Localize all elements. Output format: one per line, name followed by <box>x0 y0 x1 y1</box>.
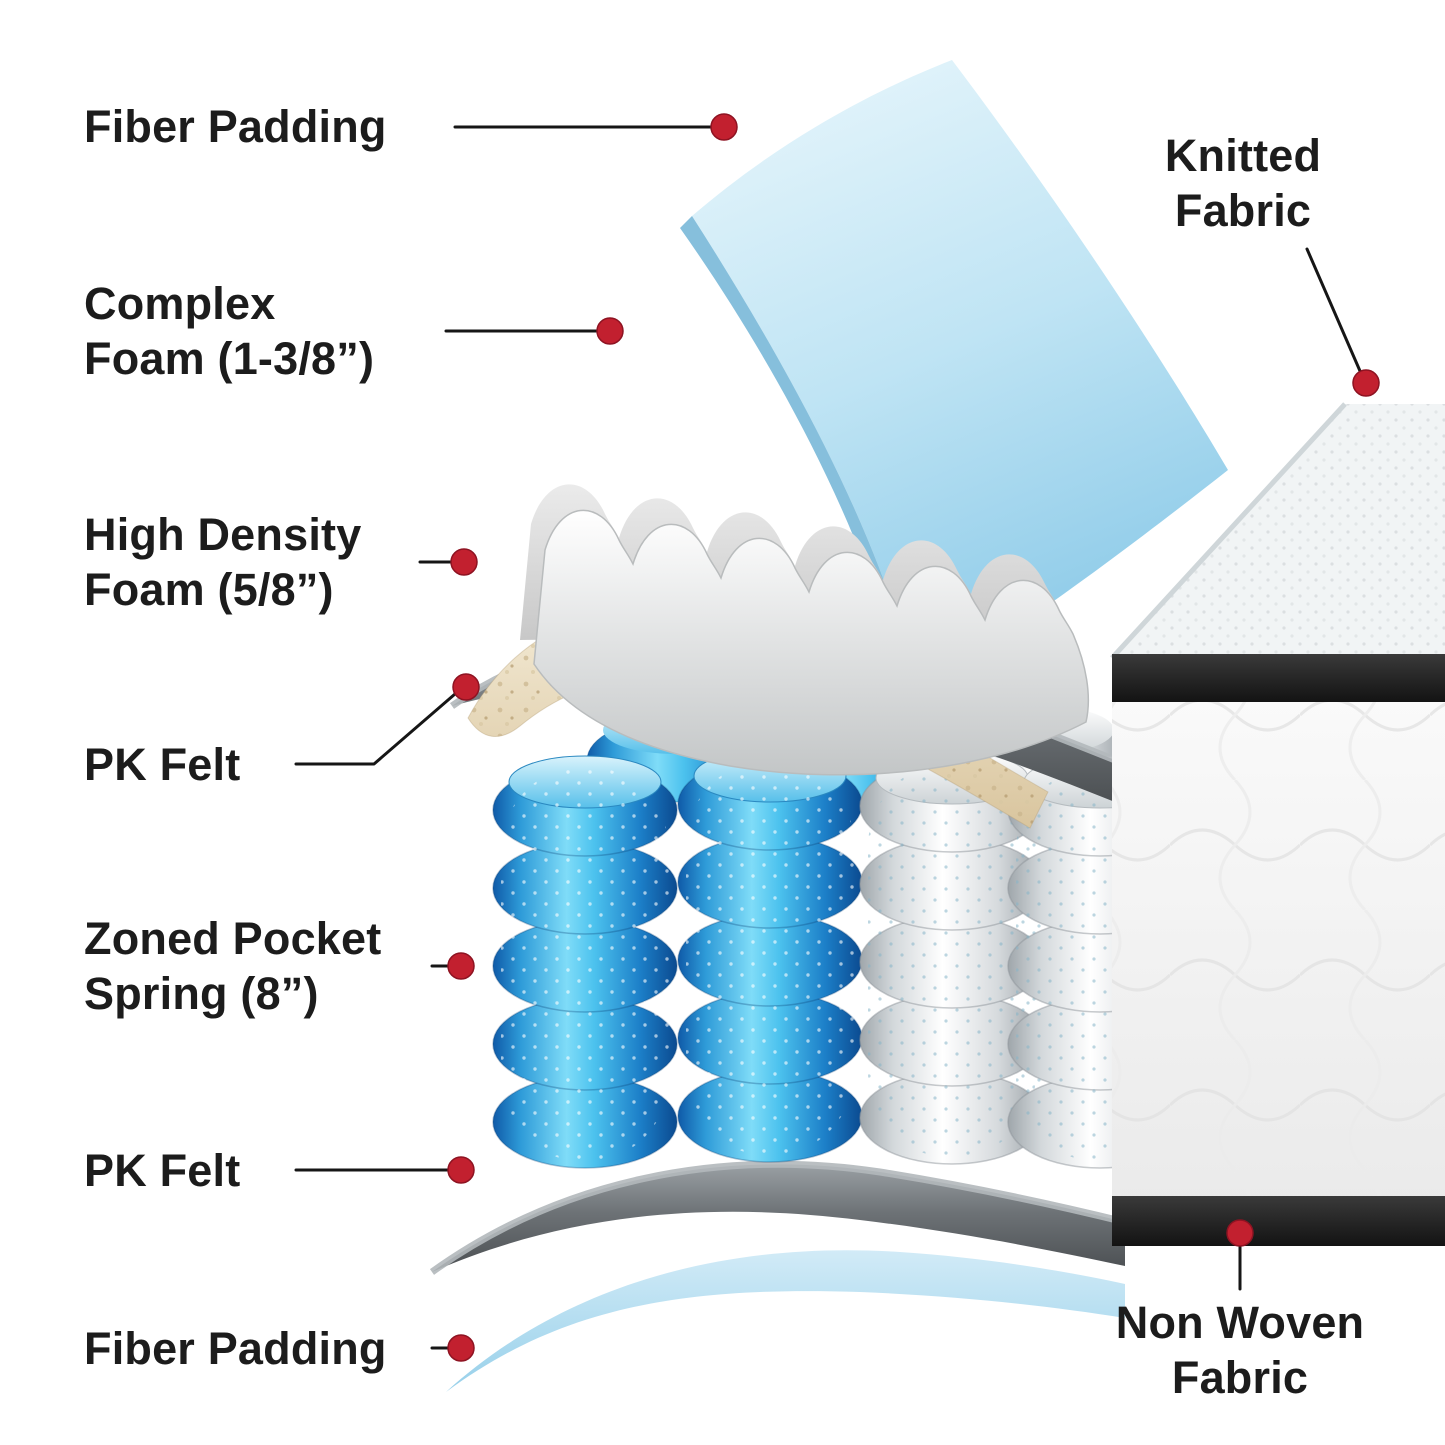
marker-fiber-padding-bottom <box>447 1334 475 1362</box>
marker-pk-felt-bottom <box>447 1156 475 1184</box>
label-high-density-foam: High Density Foam (5/8”) <box>84 509 362 615</box>
mattress-corner <box>1110 402 1445 1246</box>
mattress-bottom-band <box>1112 1196 1445 1246</box>
label-pk-felt-top: PK Felt <box>84 739 241 790</box>
marker-fiber-padding-top <box>710 113 738 141</box>
label-fiber-padding-bottom: Fiber Padding <box>84 1323 387 1374</box>
pk-felt-bottom-layer <box>429 1160 1126 1275</box>
label-pk-felt-bottom: PK Felt <box>84 1145 241 1196</box>
marker-zoned-pocket-spring <box>447 952 475 980</box>
label-non-woven-fabric: Non Woven Fabric <box>1115 1297 1365 1403</box>
marker-pk-felt-top <box>452 673 480 701</box>
complex-foam-layer <box>520 484 1090 776</box>
marker-high-density-foam <box>450 548 478 576</box>
connector-pk-felt-top <box>294 692 457 766</box>
connector-knitted-fabric <box>1305 247 1362 373</box>
connectors <box>294 113 1380 1362</box>
marker-non-woven-fabric <box>1226 1219 1254 1247</box>
label-zoned-pocket-spring: Zoned Pocket Spring (8”) <box>84 913 382 1019</box>
label-knitted-fabric: Knitted Fabric <box>1164 130 1322 236</box>
mattress-top-band <box>1112 654 1445 702</box>
marker-complex-foam <box>596 317 624 345</box>
fiber-padding-bottom-layer <box>446 1250 1125 1392</box>
marker-knitted-fabric <box>1352 369 1380 397</box>
label-fiber-padding-top: Fiber Padding <box>84 101 387 152</box>
label-complex-foam: Complex Foam (1-3/8”) <box>84 278 375 384</box>
